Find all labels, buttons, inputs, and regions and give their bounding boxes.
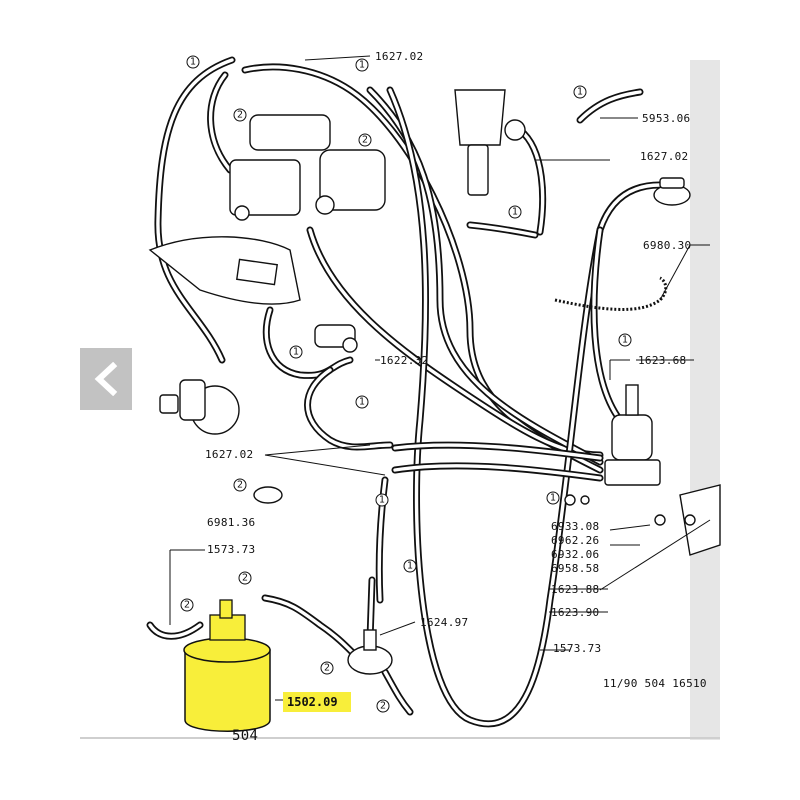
vacuum-capsule	[653, 177, 691, 206]
part-label-6980-30: 6980.30	[643, 239, 691, 252]
part-label-1627-02: 1627.02	[375, 50, 423, 63]
part-labels: 1627.02 5953.06 1627.02 6980.30 1623.68 …	[205, 50, 707, 744]
callout-1: 1	[355, 58, 369, 72]
callout-2: 2	[238, 571, 252, 585]
part-label-6981-36: 6981.36	[207, 516, 255, 529]
fuel-filter-1623-68	[604, 384, 661, 486]
callout-1: 1	[355, 395, 369, 409]
svg-text:1: 1	[512, 207, 518, 218]
part-label-6962-26: 6962.26	[551, 534, 599, 547]
chevron-left-icon	[94, 362, 118, 396]
callout-2: 2	[358, 133, 372, 147]
distributor	[454, 89, 526, 196]
label-highlight	[283, 692, 351, 712]
svg-text:2: 2	[237, 110, 243, 121]
svg-text:1: 1	[379, 495, 385, 506]
callout-1: 1	[573, 85, 587, 99]
part-label-6933-08: 6933.08	[551, 520, 599, 533]
hoses	[146, 56, 664, 728]
left-pump	[159, 379, 240, 435]
washers	[564, 494, 666, 526]
callout-1: 1	[375, 493, 389, 507]
callout-1: 1	[546, 491, 560, 505]
part-label-6958-58: 6958.58	[551, 562, 599, 575]
coiled-wire	[554, 276, 668, 311]
throttle-valve-assembly	[229, 114, 386, 221]
callout-2: 2	[233, 478, 247, 492]
bottom-partial-text: 504	[232, 728, 258, 744]
part-label-1622-32: 1622.32	[380, 354, 428, 367]
footer-code: 11/90 504 16510	[603, 677, 707, 690]
callout-2: 2	[233, 108, 247, 122]
engine-block-sketch	[148, 236, 301, 305]
part-label-1627-02: 1627.02	[205, 448, 253, 461]
svg-text:1: 1	[577, 87, 583, 98]
previous-image-button[interactable]	[80, 348, 132, 410]
bracket-plate	[679, 484, 721, 556]
valve-1624-97	[347, 629, 393, 675]
scan-edge-shadow	[690, 60, 720, 740]
leader-lines	[169, 55, 711, 701]
svg-text:2: 2	[324, 663, 330, 674]
svg-text:1: 1	[407, 561, 413, 572]
svg-text:1: 1	[359, 60, 365, 71]
svg-text:2: 2	[237, 480, 243, 491]
svg-text:2: 2	[184, 600, 190, 611]
svg-text:1: 1	[359, 397, 365, 408]
part-label-1502-09: 1502.09	[287, 695, 338, 709]
callout-1: 1	[508, 205, 522, 219]
callout-1: 1	[289, 345, 303, 359]
svg-text:1: 1	[622, 335, 628, 346]
svg-text:1: 1	[293, 347, 299, 358]
part-label-1573-73: 1573.73	[207, 543, 255, 556]
canister-1502-09[interactable]	[183, 599, 271, 732]
callout-2: 2	[180, 598, 194, 612]
svg-text:1: 1	[190, 57, 196, 68]
hose-clip-6981-36	[253, 486, 283, 504]
check-valve-1622-32	[314, 324, 358, 353]
part-label-1627-02: 1627.02	[640, 150, 688, 163]
callout-2: 2	[376, 699, 390, 713]
svg-text:2: 2	[362, 135, 368, 146]
callout-2: 2	[320, 661, 334, 675]
part-label-1624-97: 1624.97	[420, 616, 468, 629]
callout-1: 1	[403, 559, 417, 573]
part-label-1573-73: 1573.73	[553, 642, 601, 655]
callout-1: 1	[618, 333, 632, 347]
svg-text:2: 2	[380, 701, 386, 712]
svg-text:1: 1	[550, 493, 556, 504]
callout-1: 1	[186, 55, 200, 69]
part-label-5953-06: 5953.06	[642, 112, 690, 125]
svg-text:2: 2	[242, 573, 248, 584]
part-label-6932-06: 6932.06	[551, 548, 599, 561]
